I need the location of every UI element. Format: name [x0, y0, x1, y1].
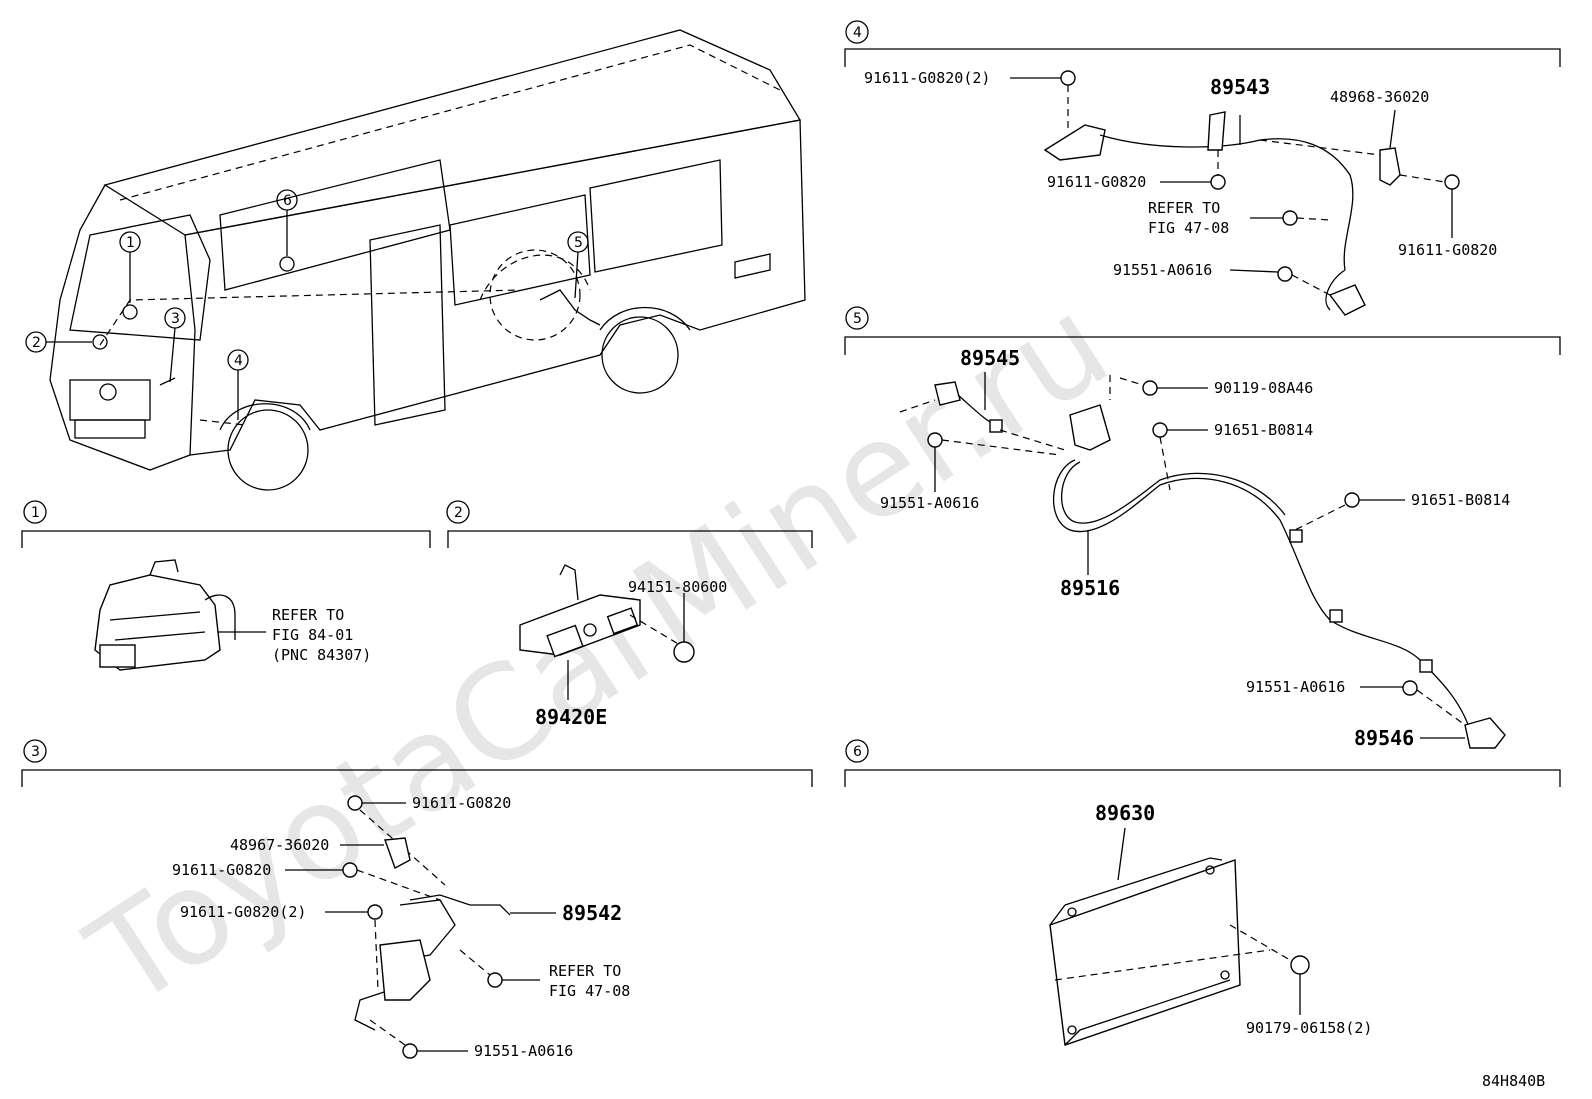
section-2-number: 2 — [454, 505, 463, 521]
s3-refer-line-1: REFER TO — [549, 962, 621, 980]
callout-5: 5 — [574, 235, 583, 251]
section-2: 2 94151-80600 89420E — [446, 500, 813, 729]
harness-89542 — [354, 894, 511, 1031]
s3-part-91611-G0820-b: 91611-G0820 — [172, 861, 271, 879]
s1-refer-line-3: (PNC 84307) — [272, 646, 371, 664]
section-1: 1 REFER TO FIG 84-01 (PNC 84307) — [21, 500, 431, 671]
spiral-cable-part — [94, 559, 236, 671]
s6-part-90179-06158-2: 90179-06158(2) — [1246, 1019, 1372, 1037]
s5-part-91551-A0616-a: 91551-A0616 — [880, 494, 979, 512]
s5-part-91651-B0814-a: 91651-B0814 — [1214, 421, 1313, 439]
section-6: 6 89630 90179-06158(2) — [844, 739, 1561, 1046]
s5-part-91551-A0616-b: 91551-A0616 — [1246, 678, 1345, 696]
yaw-rate-sensor-part — [519, 564, 641, 658]
vehicle-illustration — [49, 29, 806, 491]
s5-part-89545: 89545 — [960, 346, 1020, 370]
s3-part-91551-A0616: 91551-A0616 — [474, 1042, 573, 1060]
section-6-number: 6 — [853, 744, 862, 760]
s4-part-91551-A0616: 91551-A0616 — [1113, 261, 1212, 279]
s2-part-89420E: 89420E — [535, 705, 607, 729]
section-5-number: 5 — [853, 311, 862, 327]
section-1-number: 1 — [31, 505, 40, 521]
section-5: 5 89545 90119-08A46 91651-B0814 91551-A0… — [844, 306, 1561, 750]
s5-part-91651-B0814-b: 91651-B0814 — [1411, 491, 1510, 509]
vehicle-callouts: 1 2 3 4 5 6 — [25, 189, 589, 420]
s1-refer-line-2: FIG 84-01 — [272, 626, 353, 644]
s4-refer-line-1: REFER TO — [1148, 199, 1220, 217]
s1-refer-line-1: REFER TO — [272, 606, 344, 624]
section-3: 3 91611-G0820 48967-36020 91611-G0820 91… — [21, 739, 813, 1060]
callout-6: 6 — [283, 193, 292, 209]
callout-4: 4 — [234, 353, 243, 369]
s3-part-91611-G0820-2: 91611-G0820(2) — [180, 903, 306, 921]
s4-part-91611-G0820-b: 91611-G0820 — [1047, 173, 1146, 191]
section-4: 4 91611-G0820(2) 89543 48968-36020 91611… — [844, 20, 1561, 316]
s3-part-48967-36020: 48967-36020 — [230, 836, 329, 854]
section-3-number: 3 — [31, 744, 40, 760]
s5-part-89516: 89516 — [1060, 576, 1120, 600]
s4-part-48968-36020: 48968-36020 — [1330, 88, 1429, 106]
section-4-number: 4 — [853, 25, 862, 41]
s4-refer-line-2: FIG 47-08 — [1148, 219, 1229, 237]
harness-89516 — [1052, 459, 1471, 731]
s4-part-89543: 89543 — [1210, 75, 1270, 99]
s5-part-89546: 89546 — [1354, 726, 1414, 750]
s5-part-90119-08A46: 90119-08A46 — [1214, 379, 1313, 397]
callout-1: 1 — [126, 235, 135, 251]
s3-refer-line-2: FIG 47-08 — [549, 982, 630, 1000]
s4-part-91611-G0820-2: 91611-G0820(2) — [864, 69, 990, 87]
s3-part-89542: 89542 — [562, 901, 622, 925]
harness-89543 — [1043, 111, 1366, 316]
sensor-89545 — [934, 381, 1003, 433]
ecu-89630 — [1049, 857, 1241, 1046]
callout-3: 3 — [171, 311, 180, 327]
s4-part-91611-G0820-c: 91611-G0820 — [1398, 241, 1497, 259]
s6-part-89630: 89630 — [1095, 801, 1155, 825]
callout-2: 2 — [32, 335, 41, 351]
diagram-code: 84H840B — [1482, 1072, 1545, 1090]
s3-part-91611-G0820-a: 91611-G0820 — [412, 794, 511, 812]
s2-part-94151-80600: 94151-80600 — [628, 578, 727, 596]
